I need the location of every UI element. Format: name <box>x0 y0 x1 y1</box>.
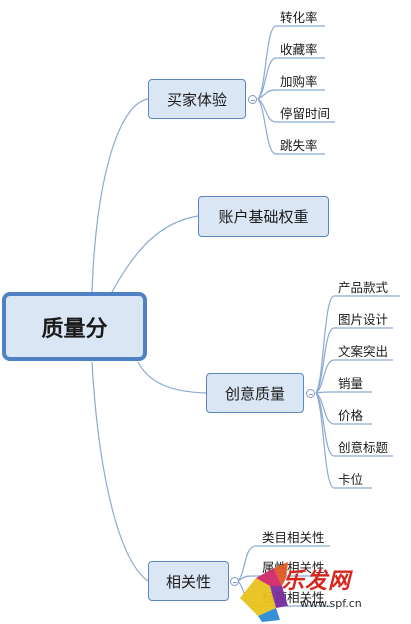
collapse-toggle-icon[interactable] <box>230 577 239 586</box>
leaf-node[interactable]: 跳失率 <box>280 138 318 153</box>
leaf-node[interactable]: 停留时间 <box>280 106 331 121</box>
branch-node-relevance[interactable]: 相关性 <box>148 561 229 601</box>
collapse-toggle-icon[interactable] <box>306 389 315 398</box>
leaf-node[interactable]: 文案突出 <box>338 344 389 359</box>
branch-label: 创意质量 <box>224 384 285 403</box>
branch-label: 账户基础权重 <box>218 208 309 226</box>
leaf-node[interactable]: 产品款式 <box>338 280 389 295</box>
branch-node-account-weight[interactable]: 账户基础权重 <box>198 196 329 237</box>
branch-label: 相关性 <box>165 572 211 591</box>
watermark-url: www.spf.cn <box>300 597 362 610</box>
collapse-toggle-icon[interactable] <box>248 95 257 104</box>
leaf-node[interactable]: 转化率 <box>280 10 318 25</box>
root-node[interactable]: 质量分 <box>2 292 147 361</box>
leaf-node[interactable]: 卡位 <box>338 472 364 487</box>
watermark-logo-icon <box>240 562 288 622</box>
leaf-node[interactable]: 收藏率 <box>280 42 318 57</box>
leaf-node[interactable]: 创意标题 <box>338 440 389 455</box>
leaf-node[interactable]: 销量 <box>338 376 364 391</box>
branch-node-buyer-experience[interactable]: 买家体验 <box>148 79 246 119</box>
leaf-node[interactable]: 价格 <box>338 408 364 423</box>
leaf-node[interactable]: 加购率 <box>280 74 318 89</box>
root-label: 质量分 <box>41 316 108 342</box>
branch-label: 买家体验 <box>166 90 227 109</box>
leaf-node[interactable]: 图片设计 <box>338 312 389 327</box>
leaf-node[interactable]: 类目相关性 <box>262 530 325 545</box>
branch-node-creative-quality[interactable]: 创意质量 <box>206 373 304 413</box>
watermark-brand: 乐发网 <box>282 568 352 594</box>
